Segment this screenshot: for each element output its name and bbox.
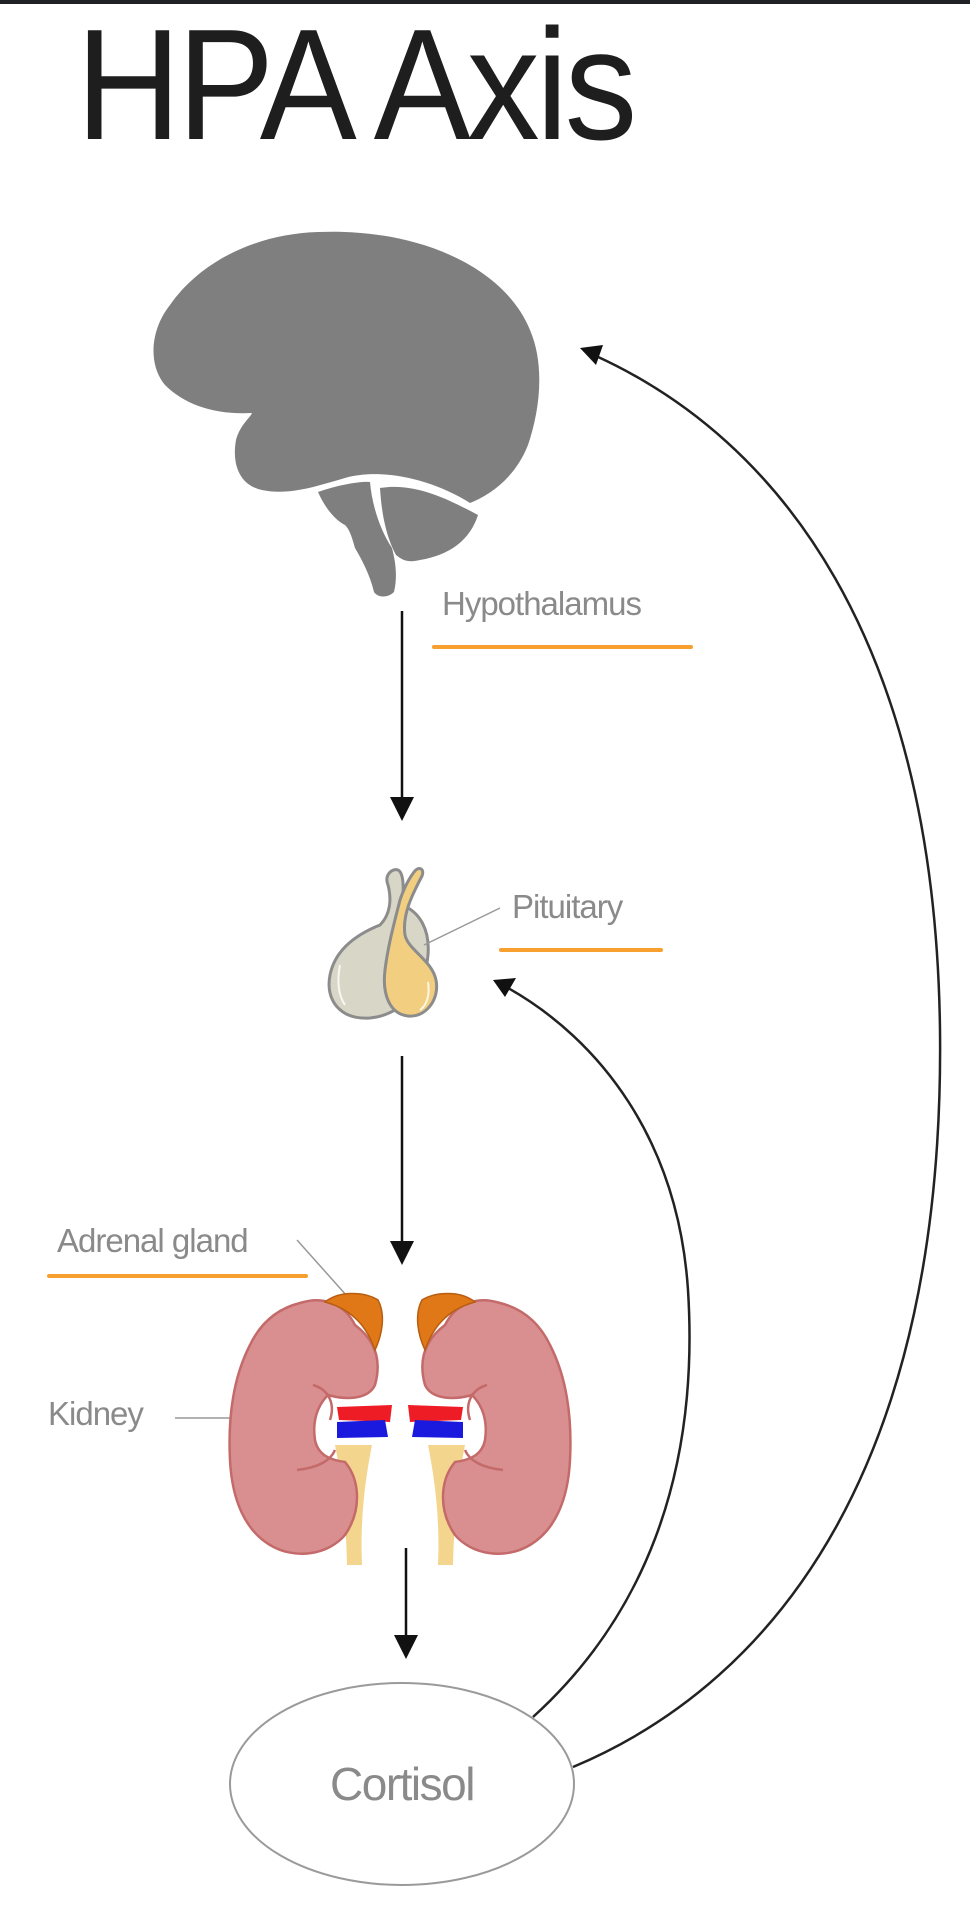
brain-cerebellum bbox=[380, 486, 478, 562]
brain-stem bbox=[318, 481, 396, 597]
hypothalamus-label: Hypothalamus bbox=[442, 585, 641, 622]
left-kidney bbox=[228, 1292, 392, 1565]
arrow-adrenal-to-cortisol bbox=[394, 1548, 418, 1659]
top-bar bbox=[0, 0, 970, 4]
pituitary-leader-line bbox=[423, 907, 501, 946]
arrow-hypothalamus-to-pituitary bbox=[390, 611, 414, 821]
feedback-arrow-cortisol-to-hypothalamus bbox=[572, 345, 942, 1769]
arrow-pituitary-to-adrenal bbox=[390, 1056, 414, 1265]
cortisol-node: Cortisol bbox=[229, 1682, 575, 1886]
right-kidney bbox=[408, 1292, 572, 1565]
pituitary-label: Pituitary bbox=[512, 888, 624, 925]
brain-cerebrum bbox=[153, 231, 540, 504]
diagram-title: HPA Axis bbox=[76, 0, 637, 173]
kidney-label: Kidney bbox=[48, 1395, 144, 1432]
feedback-arrow-cortisol-to-pituitary bbox=[493, 978, 691, 1718]
kidneys-icon bbox=[228, 1292, 572, 1565]
adrenal-gland-label: Adrenal gland bbox=[57, 1222, 248, 1259]
pituitary-icon bbox=[327, 867, 439, 1020]
cortisol-label: Cortisol bbox=[330, 1758, 474, 1810]
brain-icon bbox=[153, 231, 540, 597]
